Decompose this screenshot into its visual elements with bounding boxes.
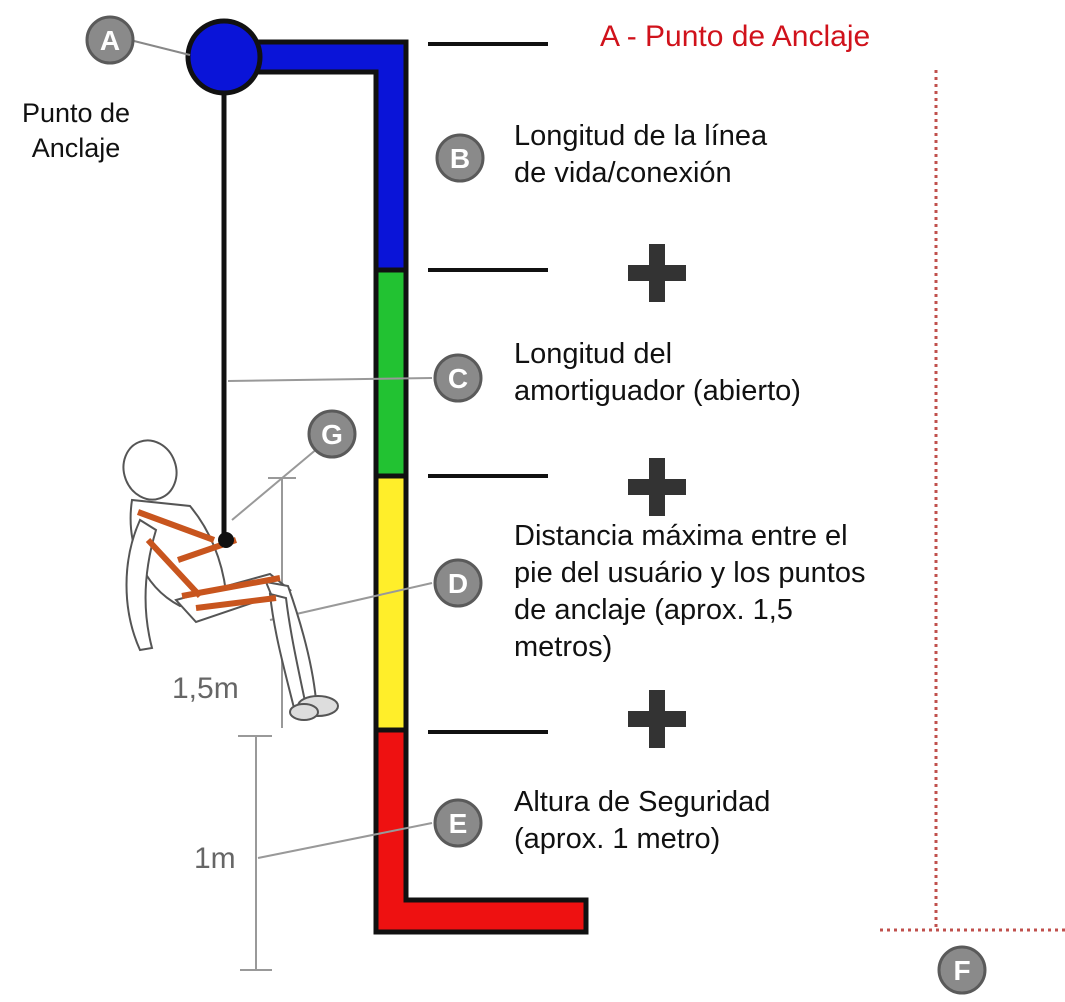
description-c-line-2: amortiguador (abierto) (514, 375, 801, 408)
harness (136, 509, 281, 611)
description-c-line-1: Longitud del (514, 338, 673, 370)
description-d-line-1: Distancia máxima entre el (514, 520, 848, 552)
segment-c-bar (373, 267, 409, 479)
marker-e: E (433, 798, 483, 848)
leader-a (129, 39, 191, 56)
description-e-line-2: (aprox. 1 metro) (514, 823, 721, 856)
marker-f: F (937, 945, 987, 995)
description-e-line-1: Altura de Seguridad (514, 786, 771, 818)
description-d-line-4: metros) (514, 631, 613, 664)
marker-d: D (433, 558, 483, 608)
description-d-line-3: de anclaje (aprox. 1,5 (514, 594, 793, 627)
description-b-line-1: Longitud de la línea (514, 120, 768, 152)
leader-c (227, 377, 433, 382)
svg-text:B: B (450, 143, 470, 174)
svg-text:C: C (448, 363, 468, 394)
leader-e (257, 822, 433, 859)
svg-text:D: D (448, 568, 468, 599)
marker-a: A (85, 15, 135, 65)
segment-d-bar (373, 473, 409, 733)
leader-g (231, 447, 319, 521)
description-c: Longitud del amortiguador (abierto) (514, 336, 801, 410)
svg-text:E: E (449, 808, 468, 839)
dimension-upper-label: 1,5m (172, 672, 239, 705)
anchor-label-line-1: Punto de (21, 98, 131, 128)
description-d: Distancia máxima entre el pie del usuári… (514, 518, 865, 666)
harness-buckle (218, 532, 234, 548)
plus-sign-3 (628, 690, 686, 748)
dimension-lower-label: 1m (194, 842, 236, 875)
anchor-point-label: Punto de Anclaje (10, 96, 142, 166)
marker-c: C (433, 353, 483, 403)
description-b-line-2: de vida/conexión (514, 157, 732, 190)
segment-e-bar (373, 727, 589, 935)
anchor-label-line-2: Anclaje (31, 133, 121, 164)
plus-sign-2 (628, 458, 686, 516)
worker-figure (122, 439, 339, 721)
plus-sign-1 (628, 244, 686, 302)
description-d-line-2: pie del usuário y los puntos (514, 557, 866, 590)
marker-g: G (307, 409, 357, 459)
description-b: Longitud de la línea de vida/conexión (514, 118, 767, 192)
diagram-title: A - Punto de Anclaje (600, 20, 871, 53)
marker-b: B (435, 133, 485, 183)
svg-text:G: G (321, 419, 343, 450)
svg-text:F: F (953, 955, 970, 986)
anchor-point-ball (185, 18, 263, 96)
description-e: Altura de Seguridad (aprox. 1 metro) (514, 784, 770, 858)
svg-text:A: A (100, 25, 120, 56)
